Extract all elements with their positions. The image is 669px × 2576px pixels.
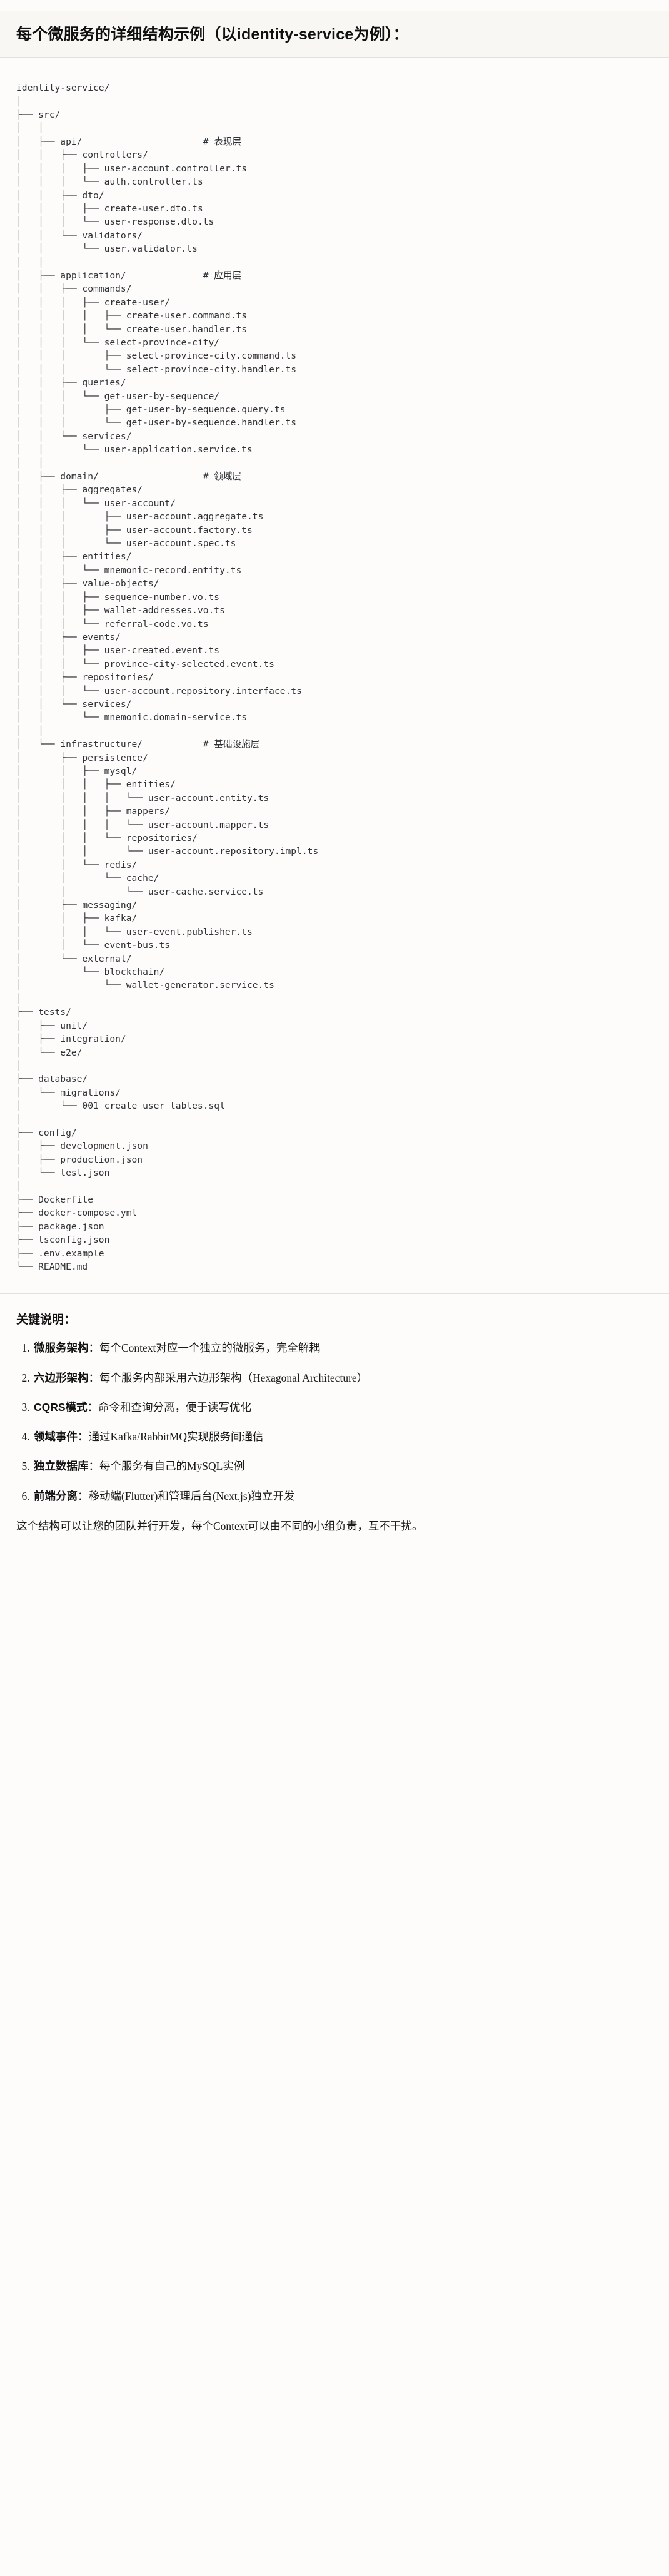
note-term: 微服务架构 bbox=[34, 1341, 89, 1355]
page-title: 每个微服务的详细结构示例（以identity-service为例）： bbox=[0, 10, 669, 58]
directory-tree-block: identity-service/ │ ├── src/ │ │ │ ├── a… bbox=[0, 68, 669, 1290]
key-notes-list: 微服务架构：每个Context对应一个独立的微服务，完全解耦 六边形架构：每个服… bbox=[16, 1340, 653, 1504]
key-notes-title: 关键说明： bbox=[16, 1313, 76, 1327]
list-item: 微服务架构：每个Context对应一个独立的微服务，完全解耦 bbox=[33, 1340, 653, 1356]
closing-paragraph: 这个结构可以让您的团队并行开发，每个Context可以由不同的小组负责，互不干扰… bbox=[16, 1519, 423, 1532]
key-notes-section: 关键说明： 微服务架构：每个Context对应一个独立的微服务，完全解耦 六边形… bbox=[0, 1294, 669, 1548]
note-text: ：每个服务内部采用六边形架构（Hexagonal Architecture） bbox=[88, 1371, 368, 1384]
note-term: 六边形架构 bbox=[34, 1371, 89, 1384]
section-divider bbox=[0, 1293, 669, 1295]
page-root: 每个微服务的详细结构示例（以identity-service为例）： ident… bbox=[0, 10, 669, 1548]
list-item: 六边形架构：每个服务内部采用六边形架构（Hexagonal Architectu… bbox=[33, 1370, 653, 1386]
note-text: ：每个Context对应一个独立的微服务，完全解耦 bbox=[88, 1341, 320, 1355]
note-text: ：移动端(Flutter)和管理后台(Next.js)独立开发 bbox=[78, 1489, 295, 1502]
note-text: ：通过Kafka/RabbitMQ实现服务间通信 bbox=[78, 1430, 264, 1443]
directory-tree: identity-service/ │ ├── src/ │ │ │ ├── a… bbox=[16, 83, 319, 1272]
note-term: CQRS模式 bbox=[34, 1400, 88, 1413]
list-item: CQRS模式：命令和查询分离，便于读写优化 bbox=[33, 1399, 653, 1415]
note-term: 领域事件 bbox=[34, 1430, 78, 1443]
note-text: ：每个服务有自己的MySQL实例 bbox=[88, 1460, 245, 1473]
note-term: 独立数据库 bbox=[34, 1460, 89, 1473]
list-item: 独立数据库：每个服务有自己的MySQL实例 bbox=[33, 1458, 653, 1474]
list-item: 领域事件：通过Kafka/RabbitMQ实现服务间通信 bbox=[33, 1428, 653, 1445]
list-item: 前端分离：移动端(Flutter)和管理后台(Next.js)独立开发 bbox=[33, 1488, 653, 1504]
note-text: ：命令和查询分离，便于读写优化 bbox=[87, 1400, 252, 1413]
note-term: 前端分离 bbox=[34, 1489, 78, 1502]
